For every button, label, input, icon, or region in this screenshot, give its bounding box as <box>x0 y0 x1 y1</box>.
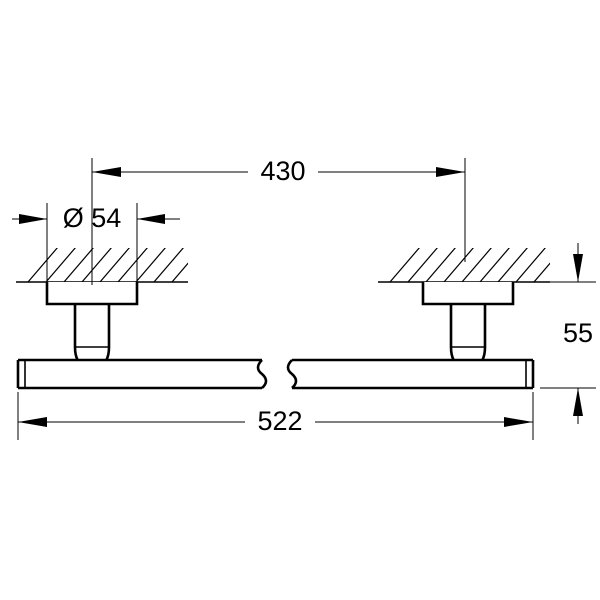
dimension-diameter-54: Ø 54 <box>12 203 180 292</box>
arrowhead-55-bottom <box>573 388 583 416</box>
arrowhead-522-right <box>504 417 533 427</box>
mount-assembly-left <box>45 282 139 371</box>
mount-assembly-right <box>421 282 515 371</box>
dimension-522: 522 <box>17 392 534 440</box>
arrowhead-522-left <box>18 417 47 427</box>
dimension-label-522: 522 <box>257 406 302 436</box>
arrowhead-54-right <box>137 214 165 224</box>
dimension-430: 430 <box>91 156 466 262</box>
arrowhead-430-left <box>92 167 121 177</box>
rail-break-symbol-left <box>256 359 268 389</box>
hatch-pattern-left <box>27 248 188 282</box>
arrowhead-430-right <box>436 167 465 177</box>
rail-break-symbol-right <box>286 359 298 389</box>
dimension-label-55: 55 <box>563 318 593 348</box>
mounting-flange-left <box>45 282 139 306</box>
arrowhead-54-left <box>19 214 47 224</box>
towel-rail <box>16 358 535 390</box>
dimension-label-430: 430 <box>260 156 305 186</box>
mounting-flange-right <box>421 282 515 306</box>
hatch-pattern-right <box>389 248 550 282</box>
arrowhead-55-top <box>573 254 583 282</box>
dimension-55: 55 <box>540 243 596 424</box>
